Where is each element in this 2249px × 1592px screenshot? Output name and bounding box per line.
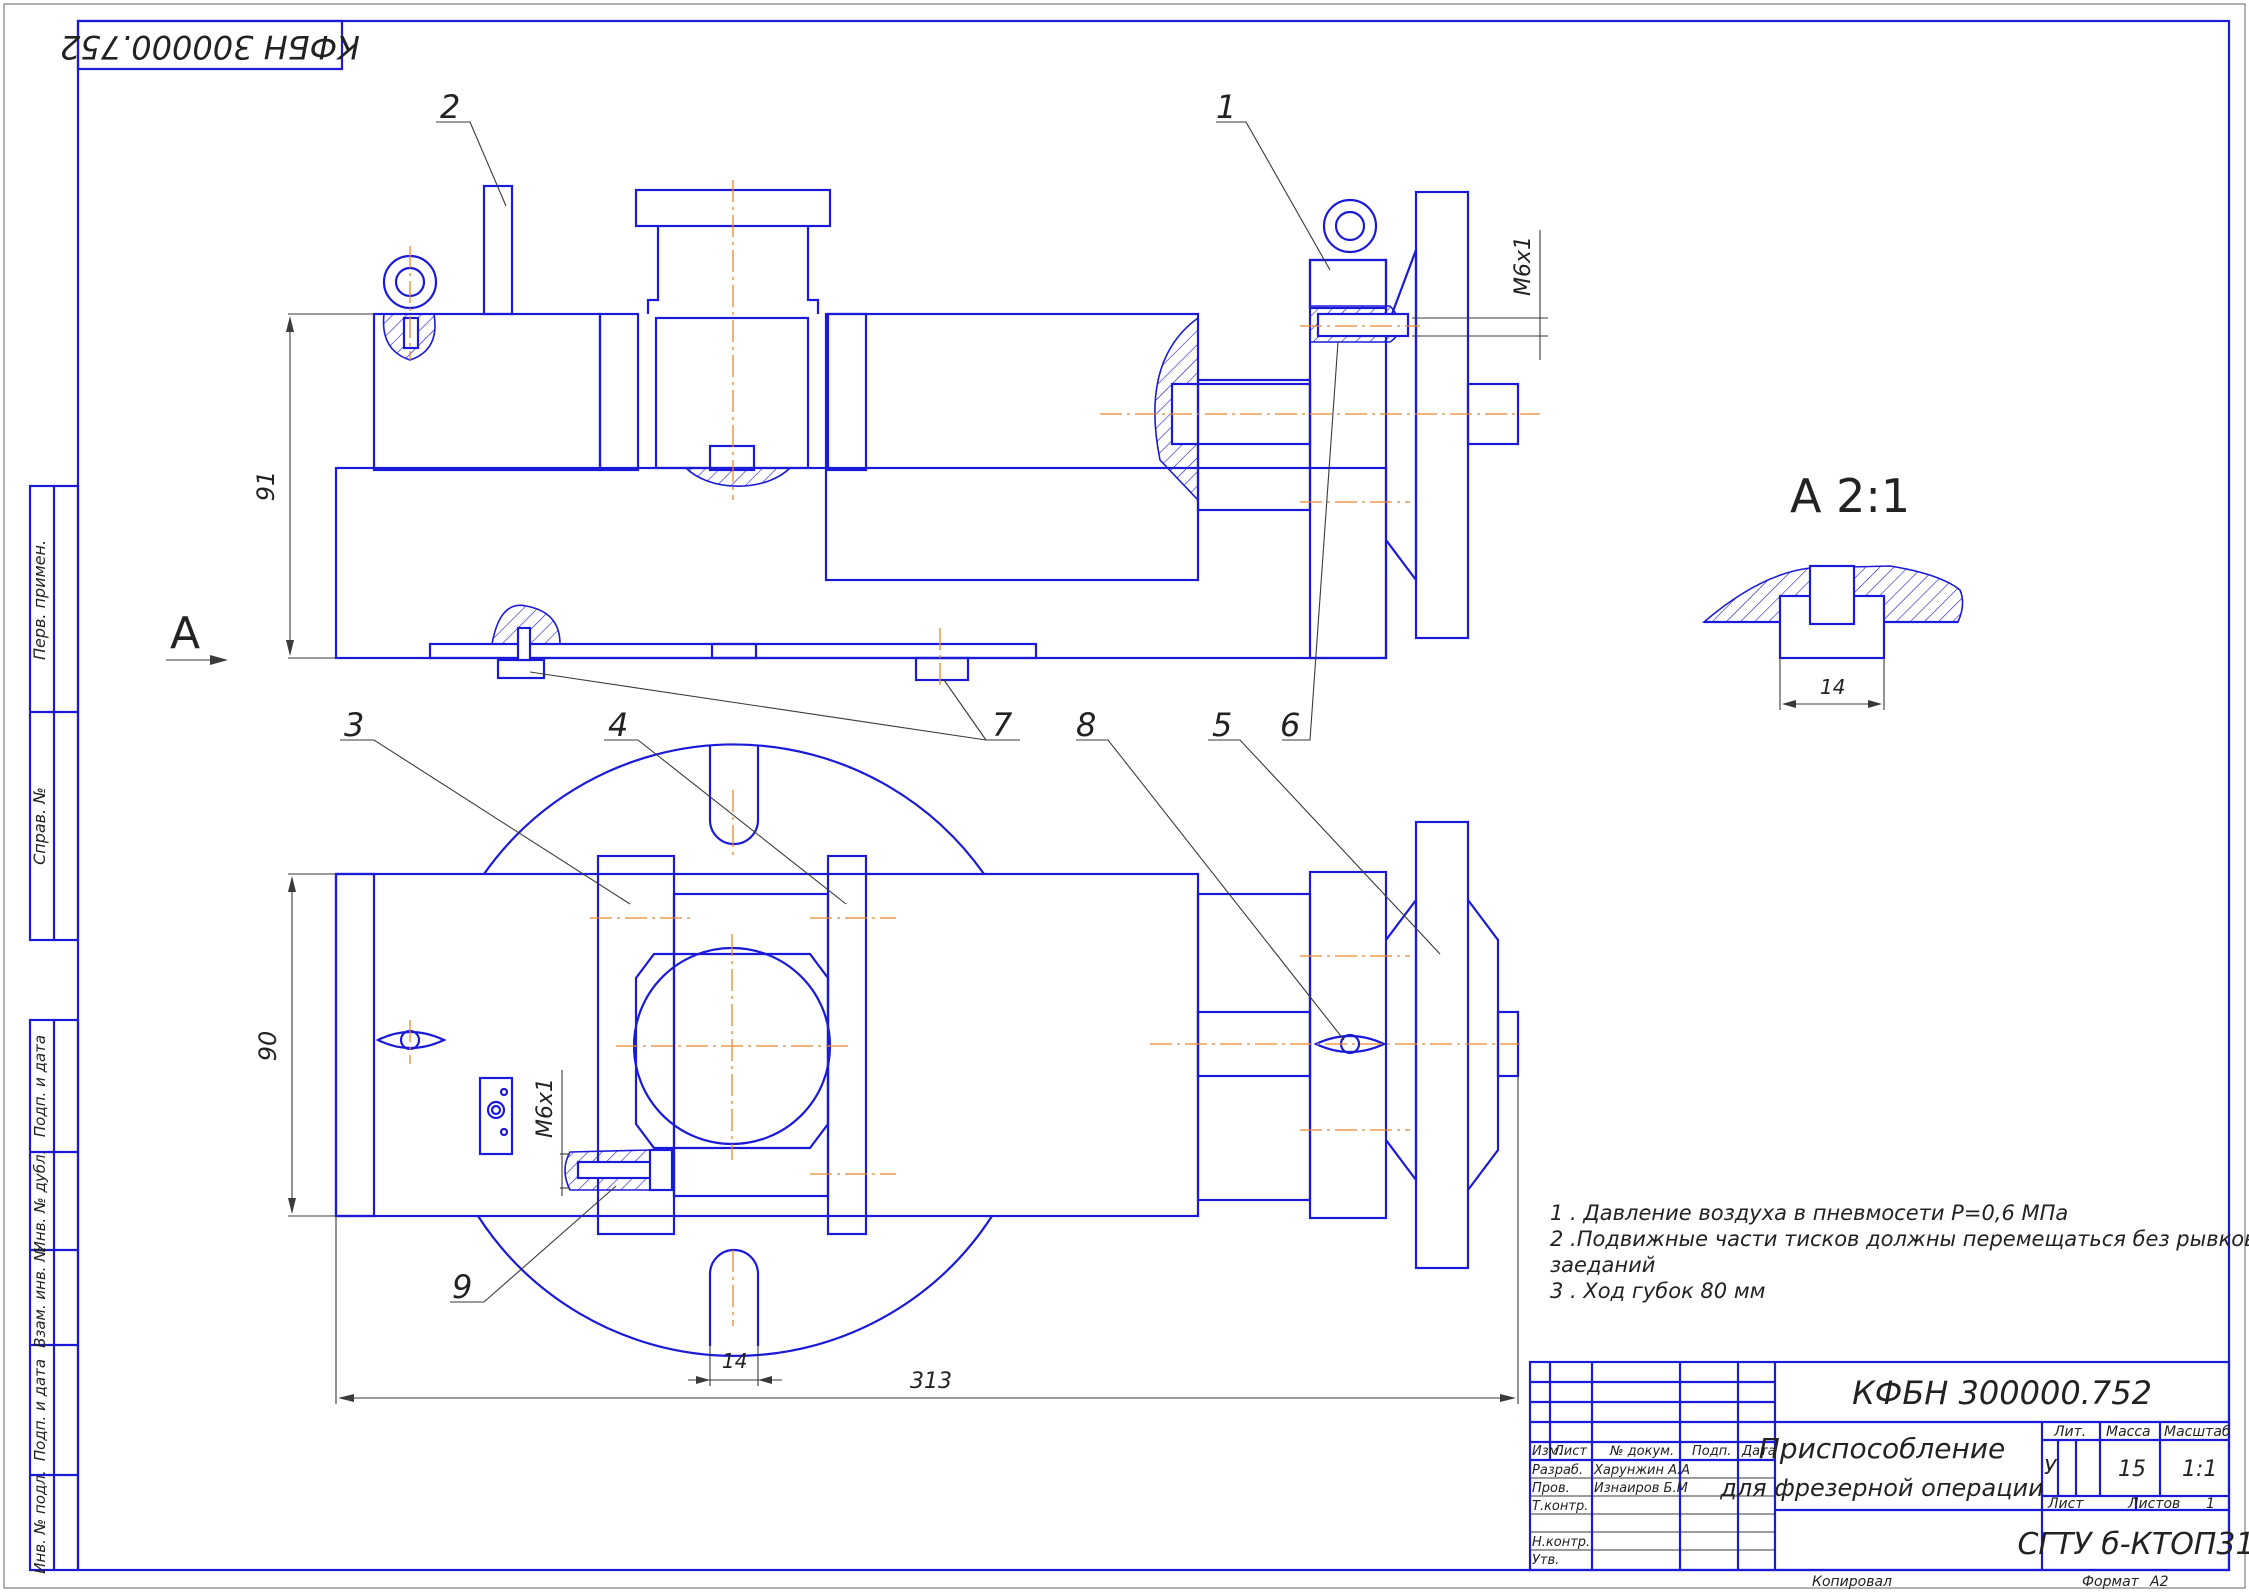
side-stamp-perv-primen: Перв. примен. xyxy=(30,540,49,660)
side-stamp: Перв. примен. Справ. № Подп. и дата Инв.… xyxy=(28,484,80,1574)
drawing-frame xyxy=(76,19,2231,1572)
tb-role-nkontr: Н.контр. xyxy=(1532,1535,1590,1550)
side-stamp-inv-dubl: Инв. № дубл. xyxy=(31,1150,49,1253)
callout-2: 2 xyxy=(440,88,460,126)
tb-kopiroval: Копировал xyxy=(1812,1574,1892,1590)
tb-massa-value: 15 xyxy=(2118,1457,2146,1482)
tb-masshtab-value: 1:1 xyxy=(2182,1457,2217,1482)
view-arrow-a: A xyxy=(166,608,228,665)
tb-title-line1: Приспособление xyxy=(1759,1432,2006,1465)
thread-bottom-label: M6x1 xyxy=(533,1078,558,1138)
dimension-thread-bottom: M6x1 xyxy=(533,1070,570,1196)
plan-view xyxy=(334,743,1520,1358)
tb-lit-value: У xyxy=(2044,1455,2058,1479)
sheet-trim xyxy=(3,3,2246,1589)
tb-list-label: Лист xyxy=(2047,1496,2084,1512)
tb-title-line2: для фрезерной операции xyxy=(1719,1474,2044,1502)
tb-format-value: А2 xyxy=(2149,1574,2169,1590)
note-2-cont: заеданий xyxy=(1550,1253,1655,1277)
tb-doc-code: КФБН 300000.752 xyxy=(1852,1374,2152,1412)
mirrored-code-text: КФБН 300000.752 xyxy=(60,28,360,66)
side-stamp-sprav-no: Справ. № xyxy=(30,787,49,865)
tb-col-data: Дата xyxy=(1741,1444,1776,1459)
thread-top-label: M6x1 xyxy=(1511,236,1536,296)
callout-9: 9 xyxy=(452,1268,472,1306)
dimension-total-length: 313 xyxy=(335,1076,1519,1404)
callout-3: 3 xyxy=(344,706,364,744)
note-2: 2 .Подвижные части тисков должны перемещ… xyxy=(1550,1227,2249,1251)
tb-masshtab-label: Масштаб xyxy=(2164,1424,2231,1440)
tb-listov-label: Листов xyxy=(2127,1496,2180,1512)
tb-lit-label: Лит. xyxy=(2053,1424,2086,1440)
view-arrow-label: A xyxy=(170,608,200,659)
tb-col-list: Лист xyxy=(1553,1444,1587,1459)
dimension-thread-top: M6x1 xyxy=(1412,230,1548,360)
callout-5: 5 xyxy=(1212,706,1232,744)
mirrored-code-box: КФБН 300000.752 xyxy=(60,19,360,71)
callout-7: 7 xyxy=(992,706,1013,744)
front-view xyxy=(334,180,1540,690)
callout-4: 4 xyxy=(608,706,628,744)
side-stamp-vzam-inv: Взам. инв. № xyxy=(31,1246,49,1348)
callouts: 1 2 3 4 5 6 7 8 9 xyxy=(340,88,1441,1306)
tb-role-razrab: Разраб. xyxy=(1532,1463,1583,1478)
dimension-91-label: 91 xyxy=(252,471,280,502)
callout-1: 1 xyxy=(1216,88,1236,126)
tb-listov-value: 1 xyxy=(2206,1496,2215,1512)
note-3: 3 . Ход губок 80 мм xyxy=(1550,1279,1766,1303)
title-block: КФБН 300000.752 Приспособление для фрезе… xyxy=(1528,1360,2249,1590)
side-stamp-inv-podl: Инв. № подл. xyxy=(31,1470,49,1573)
dimension-slot-width: 14 xyxy=(688,1346,782,1386)
side-stamp-podp-data-1: Подп. и дата xyxy=(31,1035,49,1137)
detail-dim-label: 14 xyxy=(1820,675,1845,699)
tb-format-label: Формат xyxy=(2082,1574,2140,1590)
callout-8: 8 xyxy=(1076,706,1096,744)
tb-col-podp: Подп. xyxy=(1692,1444,1731,1459)
dimension-90-label: 90 xyxy=(254,1031,282,1062)
tb-name-prov: Изнаиров Б.М xyxy=(1594,1481,1688,1496)
tb-org: СГТУ б-КТОП31 xyxy=(2017,1527,2249,1562)
total-length-label: 313 xyxy=(910,1369,952,1394)
note-1: 1 . Давление воздуха в пневмосети Р=0,6 … xyxy=(1550,1201,2068,1225)
tb-name-razrab: Харунжин А.А xyxy=(1593,1463,1690,1478)
detail-label: A 2:1 xyxy=(1790,469,1910,523)
callout-6: 6 xyxy=(1280,706,1300,744)
dimension-height-top: 91 xyxy=(252,313,374,659)
tb-col-izm: Изм. xyxy=(1532,1444,1563,1459)
tb-role-prov: Пров. xyxy=(1532,1481,1570,1496)
tb-massa-label: Масса xyxy=(2106,1424,2151,1440)
side-stamp-podp-data-2: Подп. и дата xyxy=(31,1359,49,1461)
tb-role-utv: Утв. xyxy=(1532,1553,1559,1568)
slot-width-label: 14 xyxy=(722,1349,747,1373)
technical-notes: 1 . Давление воздуха в пневмосети Р=0,6 … xyxy=(1550,1201,2249,1303)
tb-col-dokum: № докум. xyxy=(1609,1444,1674,1459)
dimension-width-bottom: 90 xyxy=(254,873,336,1217)
detail-a: A 2:1 14 xyxy=(1701,469,1964,710)
tb-role-tkontr: Т.контр. xyxy=(1532,1499,1588,1514)
